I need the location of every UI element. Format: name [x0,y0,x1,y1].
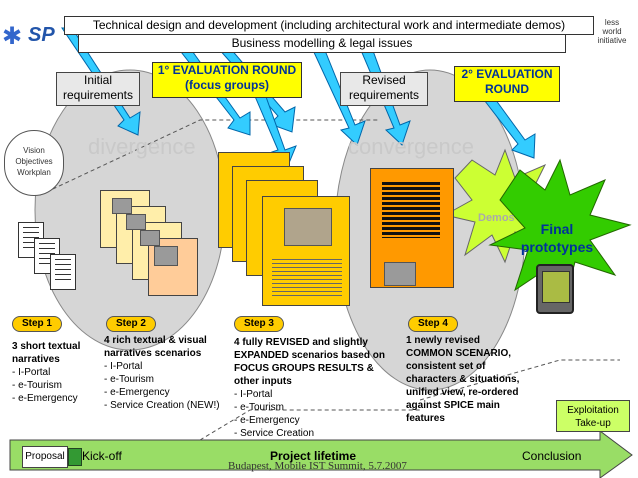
proposal-box: Proposal [22,446,68,468]
eval-round-2-box: 2° EVALUATION ROUND [454,66,560,102]
step1-tag: Step 1 [12,316,62,332]
step3-tag: Step 3 [234,316,284,332]
step3-item-4: - Service Creation [234,428,315,439]
timeline-arrow [9,430,633,478]
step3-item-1: - I-Portal [234,389,273,400]
exploitation-text: Exploitation Take-up [567,405,619,429]
divergence-watermark: divergence [88,134,196,159]
step2-item-1: - I-Portal [104,361,143,372]
kickoff-label: Kick-off [82,449,122,463]
step2-photo-1 [112,198,132,214]
initial-requirements-box: Initial requirements [56,72,140,106]
wireless-world-initiative-logo: less world initiative [588,18,636,54]
step2-photo-4 [154,246,178,266]
step2-photo-2 [126,214,146,230]
step3-text-lines [272,256,342,296]
eval-round-1-box: 1° EVALUATION ROUND (focus groups) [152,62,302,98]
step3-item-2: - e-Tourism [234,402,285,413]
step2-item-4: - Service Creation (NEW!) [104,400,220,411]
vision-text: Vision Objectives Workplan [15,146,53,177]
logo-line-1: less [604,18,620,27]
spice-logo: ✱ SP [2,18,62,50]
exploitation-box: Exploitation Take-up [556,400,630,432]
arrow-7 [311,47,366,146]
footer-text: Budapest, Mobile IST Summit, 5.7.2007 [228,460,407,472]
step2-item-2: - e-Tourism [104,374,155,385]
logo-text: SP [28,24,55,46]
conclusion-label: Conclusion [522,449,582,463]
vision-cloud: Vision Objectives Workplan [4,130,64,196]
step3-description: 4 fully REVISED and slightly EXPANDED sc… [234,336,396,440]
step4-tag: Step 4 [408,316,458,332]
step2-description: 4 rich textual & visual narratives scena… [104,334,230,412]
proposal-label: Proposal [25,451,65,462]
business-modelling-banner: Business modelling & legal issues [78,34,566,53]
step4-description: 1 newly revised COMMON SCENARIO, consist… [406,334,528,425]
step1-doc-3 [50,254,76,290]
step3-photo [284,208,332,246]
step2-item-3: - e-Emergency [104,387,170,398]
dashed-zone-mid [199,409,420,441]
revised-requirements-box: Revised requirements [340,72,428,106]
step2-tag: Step 2 [106,316,156,332]
dashed-zone-left [39,119,380,196]
step1-item-3: - e-Emergency [12,393,78,404]
logo-line-2: world [602,27,622,36]
dashed-zone-right [419,359,620,401]
demos-label: Demos [478,212,515,224]
technical-design-banner: Technical design and development (includ… [64,16,594,35]
logo-star-icon: ✱ [2,23,23,50]
step2-photo-3 [140,230,160,246]
logo-line-3: initiative [597,36,627,45]
kickoff-flag-icon [68,448,82,466]
step3-heading: 4 fully REVISED and slightly EXPANDED sc… [234,337,385,387]
convergence-watermark: convergence [348,134,474,159]
step1-item-2: - e-Tourism [12,380,63,391]
final-starburst [488,158,632,302]
final-prototypes-label: Final prototypes [520,221,594,255]
step2-heading: 4 rich textual & visual narratives scena… [104,335,207,359]
project-lifetime-label: Project lifetime [270,449,357,463]
step3-item-3: - e-Emergency [234,415,300,426]
step1-description: 3 short textual narratives - I-Portal - … [12,340,98,405]
step4-text-block [382,182,440,238]
step4-heading: 1 newly revised COMMON SCENARIO, consist… [406,335,520,424]
step4-photo [384,262,416,286]
step1-item-1: - I-Portal [12,367,51,378]
prototype-device-image [536,264,574,314]
step1-heading: 3 short textual narratives [12,341,81,365]
